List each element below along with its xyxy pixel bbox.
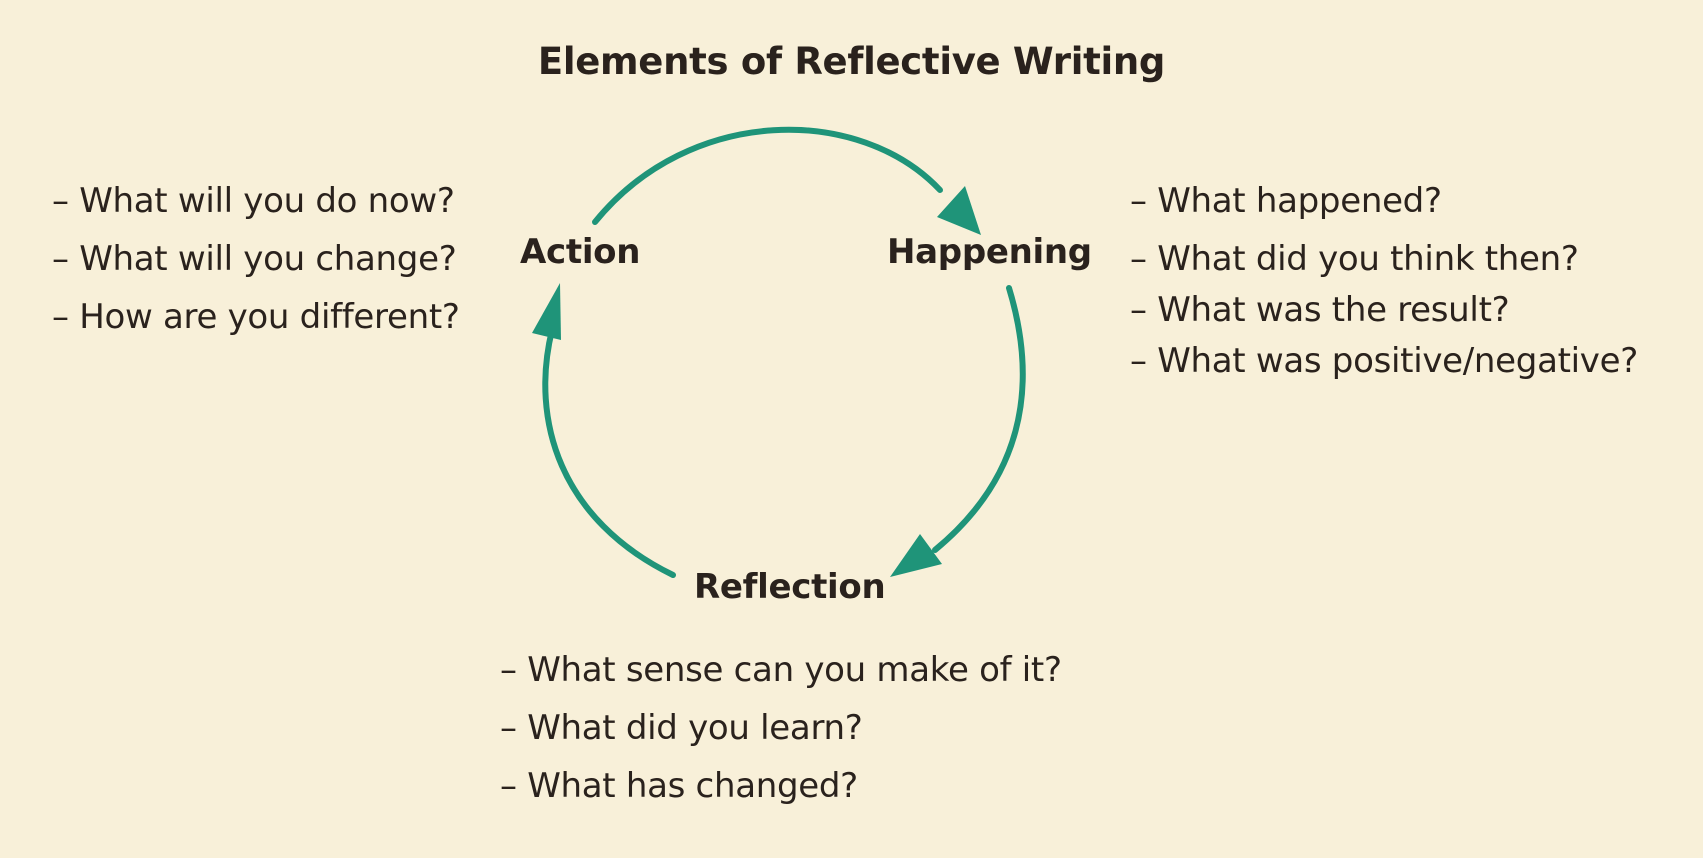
node-happening: Happening — [887, 232, 1092, 272]
happening-question: – What was the result? — [1130, 290, 1510, 330]
action-questions: – What will you do now? – What will you … — [52, 172, 460, 346]
arc-action-to-happening — [592, 126, 943, 225]
reflection-questions: – What sense can you make of it? – What … — [500, 641, 1062, 815]
reflection-question: – What sense can you make of it? — [500, 650, 1062, 690]
node-reflection: Reflection — [694, 567, 886, 607]
action-question: – What will you change? — [52, 239, 457, 279]
action-question: – What will you do now? — [52, 181, 455, 221]
happening-questions: – What happened? – What did you think th… — [1130, 172, 1638, 390]
node-action: Action — [520, 232, 641, 272]
reflection-question: – What did you learn? — [500, 708, 863, 748]
arrowhead-reflection — [890, 534, 942, 577]
happening-question: – What was positive/negative? — [1130, 341, 1638, 381]
cycle-arrowheads — [532, 186, 981, 577]
arrowhead-happening — [937, 186, 981, 235]
diagram-title: Elements of Reflective Writing — [537, 40, 1166, 83]
arc-reflection-to-action — [542, 327, 676, 578]
arrowhead-action — [532, 283, 561, 340]
cycle-arcs — [542, 126, 1026, 578]
happening-question: – What happened? — [1130, 181, 1442, 221]
action-question: – How are you different? — [52, 297, 460, 337]
arc-happening-to-reflection — [932, 285, 1026, 553]
happening-question: – What did you think then? — [1130, 239, 1579, 279]
reflection-question: – What has changed? — [500, 766, 858, 806]
